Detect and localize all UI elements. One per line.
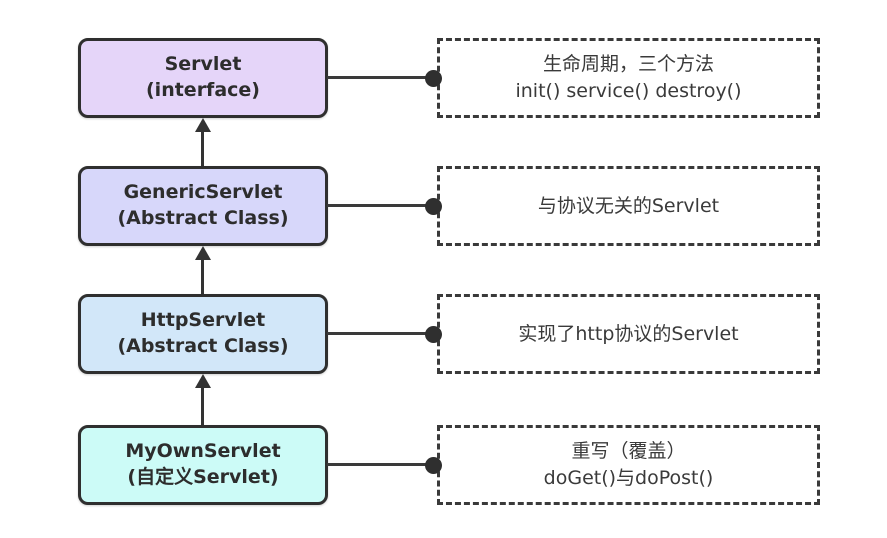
class-title: Servlet	[164, 53, 242, 76]
class-subtitle: (Abstract Class)	[117, 335, 289, 357]
connector-dot	[425, 326, 442, 343]
class-subtitle: (Abstract Class)	[117, 207, 289, 229]
inheritance-arrowhead-icon	[195, 118, 211, 132]
note-box-http-servlet: 实现了http协议的Servlet	[437, 294, 820, 374]
class-box-http-servlet: HttpServlet (Abstract Class)	[78, 294, 328, 374]
class-box-generic-servlet: GenericServlet (Abstract Class)	[78, 166, 328, 246]
note-line: doGet()与doPost()	[543, 467, 714, 489]
note-box-servlet: 生命周期，三个方法 init() service() destroy()	[437, 38, 820, 118]
note-box-my-own-servlet: 重写（覆盖） doGet()与doPost()	[437, 425, 820, 505]
connector-dot	[425, 70, 442, 87]
class-title: HttpServlet	[140, 309, 266, 332]
connector-line	[327, 332, 433, 335]
connector-line	[327, 463, 433, 466]
inheritance-arrowhead-icon	[195, 246, 211, 260]
note-line: init() service() destroy()	[515, 80, 742, 102]
connector-line	[327, 76, 433, 79]
inheritance-arrow-line	[201, 130, 204, 166]
note-line: 实现了http协议的Servlet	[518, 322, 739, 345]
note-box-generic-servlet: 与协议无关的Servlet	[437, 166, 820, 246]
inheritance-arrow-line	[201, 258, 204, 294]
class-title: GenericServlet	[123, 181, 283, 204]
connector-dot	[425, 457, 442, 474]
class-title: MyOwnServlet	[125, 440, 281, 463]
connector-dot	[425, 198, 442, 215]
note-line: 重写（覆盖）	[571, 440, 686, 463]
connector-line	[327, 204, 433, 207]
inheritance-arrow-line	[201, 386, 204, 425]
note-line: 生命周期，三个方法	[542, 53, 714, 76]
note-line: 与协议无关的Servlet	[537, 194, 720, 217]
class-subtitle: (自定义Servlet)	[127, 466, 279, 488]
class-subtitle: (interface)	[146, 79, 260, 101]
inheritance-arrowhead-icon	[195, 374, 211, 388]
class-box-servlet: Servlet (interface)	[78, 38, 328, 118]
class-box-my-own-servlet: MyOwnServlet (自定义Servlet)	[78, 425, 328, 505]
